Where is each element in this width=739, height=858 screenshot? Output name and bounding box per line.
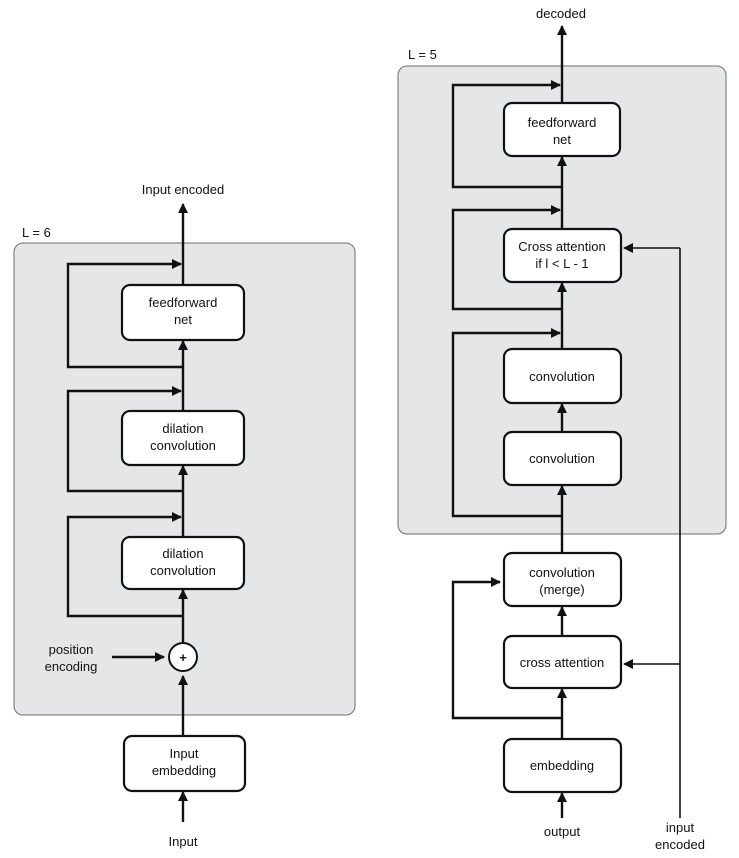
- input-encoded-label-1: input: [666, 820, 695, 835]
- encoder-ffn-label-2: net: [174, 312, 192, 327]
- encoder-emb-label-2: embedding: [152, 763, 216, 778]
- decoder-cross-attention-box: Cross attention if l < L - 1: [502, 227, 623, 284]
- position-encoding-label-2: encoding: [45, 659, 98, 674]
- position-encoding-label-1: position: [49, 642, 94, 657]
- input-encoded-label-2: encoded: [655, 837, 705, 852]
- decoder: L = 5 decoded output input encoded feedf…: [397, 6, 727, 852]
- encoder-dil2-label-1: dilation: [162, 421, 203, 436]
- decoder-convolution-2-box: convolution: [502, 347, 623, 405]
- encoder-dil1-label-2: convolution: [150, 563, 216, 578]
- decoder-cross-attention-merge-box: cross attention: [502, 634, 623, 690]
- decoder-emb-label: embedding: [530, 758, 594, 773]
- encoder-ffn-label-1: feedforward: [149, 295, 218, 310]
- encoder-input-label: Input: [169, 834, 198, 849]
- encoder-layer-count: L = 6: [22, 225, 51, 240]
- decoder-residual-1: [451, 328, 562, 518]
- encoder-residual-1: [66, 512, 183, 618]
- encoder: L = 6 Input encoded Input position encod…: [13, 182, 356, 849]
- decoder-merge-convolution-box: convolution (merge): [502, 551, 623, 608]
- encoder-layer-panel: [13, 242, 356, 716]
- encoder-residual-3: [66, 259, 183, 369]
- decoder-xattn-label-2: if l < L - 1: [535, 256, 588, 271]
- decoder-residual-2: [451, 205, 562, 311]
- encoder-input-embedding-box: Input embedding: [122, 734, 247, 793]
- decoder-merge-label-2: (merge): [539, 582, 585, 597]
- encoder-dilation-conv-1-box: dilation convolution: [120, 535, 246, 591]
- decoder-xattn-label-1: Cross attention: [518, 239, 605, 254]
- encoder-emb-label-1: Input: [170, 746, 199, 761]
- encoder-residual-2: [66, 386, 183, 493]
- decoder-convolution-1-box: convolution: [502, 430, 623, 487]
- decoder-merge-label-1: convolution: [529, 565, 595, 580]
- encoder-output-label: Input encoded: [142, 182, 224, 197]
- decoder-residual-3: [451, 80, 562, 189]
- encoder-dil1-label-1: dilation: [162, 546, 203, 561]
- encoder-dilation-conv-2-box: dilation convolution: [120, 409, 246, 467]
- decoder-input-label: output: [544, 824, 581, 839]
- decoder-conv2-label: convolution: [529, 369, 595, 384]
- decoder-ffn-label-1: feedforward: [528, 115, 597, 130]
- decoder-output-label: decoded: [536, 6, 586, 21]
- decoder-ffn-label-2: net: [553, 132, 571, 147]
- decoder-conv1-label: convolution: [529, 451, 595, 466]
- decoder-embedding-box: embedding: [502, 737, 623, 794]
- decoder-ffn-box: feedforward net: [502, 101, 622, 158]
- encoder-ffn-box: feedforward net: [120, 283, 246, 342]
- decoder-cross-label: cross attention: [520, 655, 605, 670]
- encoder-dil2-label-2: convolution: [150, 438, 216, 453]
- encoder-plus-node: [168, 642, 198, 672]
- plus-symbol: +: [179, 650, 187, 665]
- decoder-residual-merge: [451, 577, 562, 720]
- decoder-layer-count: L = 5: [408, 47, 437, 62]
